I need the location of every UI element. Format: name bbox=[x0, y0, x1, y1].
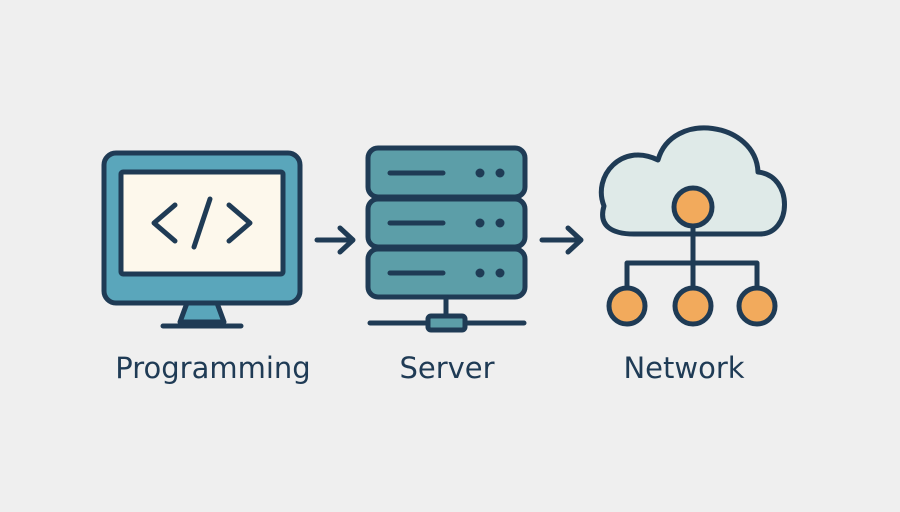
network-node-hub bbox=[671, 185, 715, 229]
code-brackets-icon bbox=[151, 196, 253, 250]
server-status-lights bbox=[475, 168, 505, 278]
network-node-left bbox=[606, 285, 648, 327]
server-label: Server bbox=[399, 351, 494, 385]
cloud-shape bbox=[598, 125, 787, 237]
cloud-network-icon bbox=[598, 125, 787, 327]
programming-label: Programming bbox=[115, 351, 310, 385]
network-node-center bbox=[672, 285, 714, 327]
arrow-right-icon bbox=[539, 225, 584, 255]
network-lines bbox=[624, 224, 760, 292]
computer-monitor-code-icon bbox=[101, 150, 303, 329]
server-rack-icon bbox=[365, 145, 528, 333]
arrow-right-icon bbox=[314, 225, 356, 255]
monitor-stand bbox=[177, 300, 227, 325]
network-node-right bbox=[736, 285, 778, 327]
server-connector bbox=[425, 313, 468, 333]
network-label: Network bbox=[623, 351, 744, 385]
